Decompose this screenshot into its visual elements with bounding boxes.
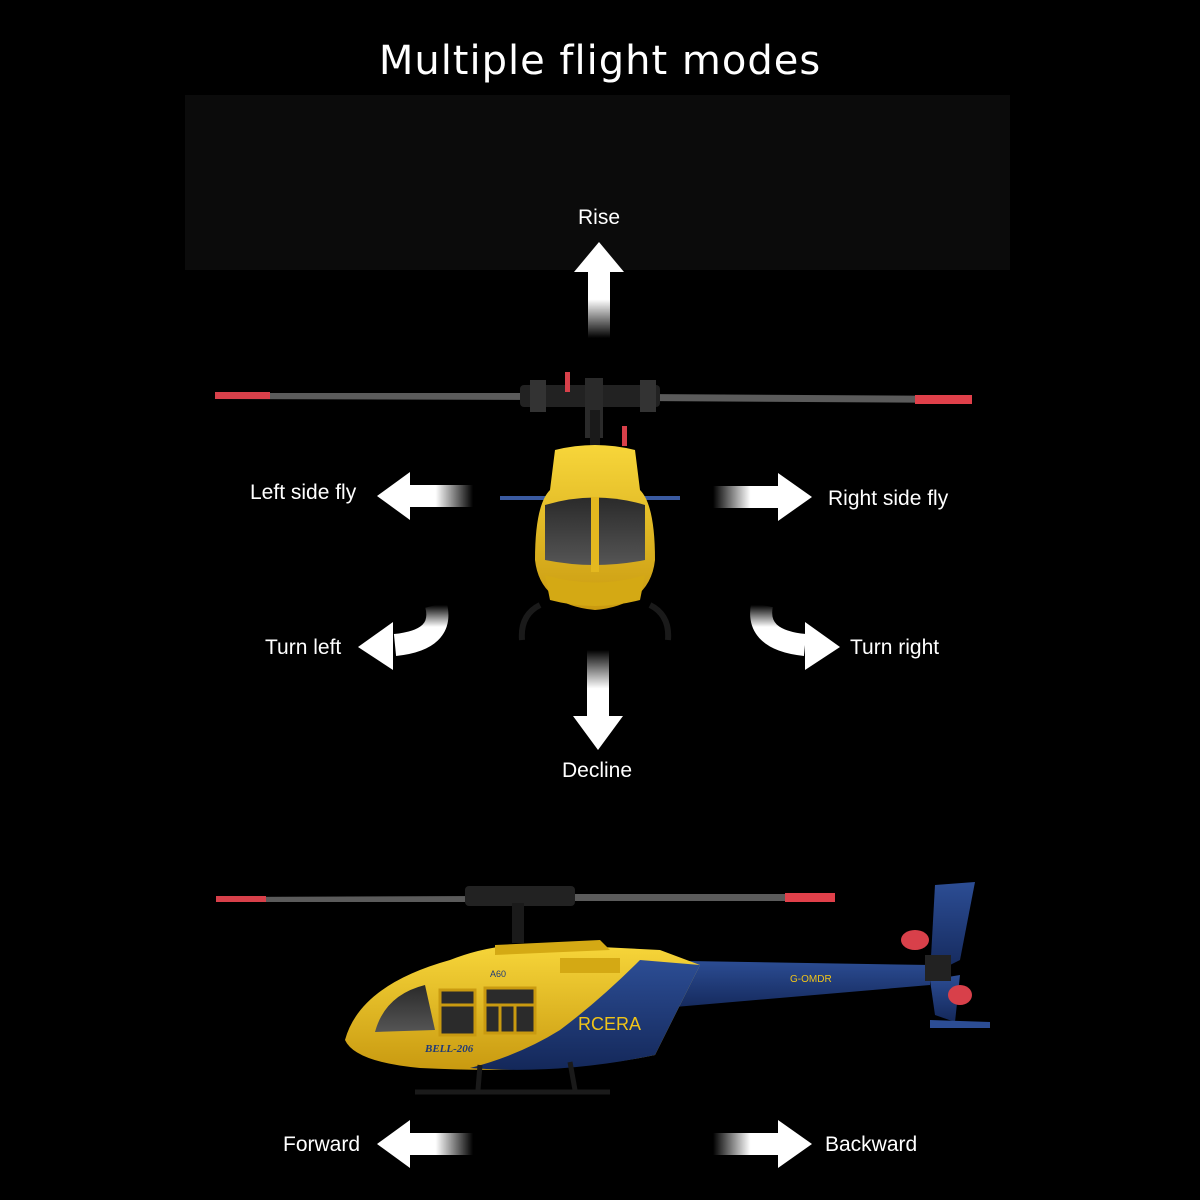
decline-label: Decline — [562, 759, 633, 782]
turn-right-arrow-icon — [750, 602, 840, 670]
forward-label: Forward — [283, 1133, 361, 1156]
model-text: BELL-206 — [424, 1043, 474, 1055]
brand-text: RCERA — [578, 1014, 641, 1034]
backward-arrow-icon — [713, 1120, 812, 1168]
left-side-fly-label: Left side fly — [250, 481, 357, 504]
decline-arrow-icon — [573, 650, 623, 750]
right-side-fly-label: Right side fly — [828, 487, 949, 510]
forward-arrow-icon — [377, 1120, 473, 1168]
backward-label: Backward — [825, 1133, 918, 1156]
page-title: Multiple flight modes — [378, 38, 822, 84]
rise-label: Rise — [578, 206, 621, 229]
turn-left-label: Turn left — [265, 636, 342, 659]
background-band — [185, 95, 1010, 270]
helicopter-side-view: BELL-206 RCERA G-OMDR A60 — [216, 882, 990, 1095]
left-side-fly-arrow-icon — [377, 472, 473, 520]
turn-right-label: Turn right — [850, 636, 940, 659]
rise-arrow-icon — [574, 242, 624, 338]
right-side-fly-arrow-icon — [713, 473, 812, 521]
tail-code-text: A60 — [490, 969, 506, 979]
helicopter-front-view — [215, 372, 972, 641]
registration-text: G-OMDR — [790, 974, 832, 985]
turn-left-arrow-icon — [358, 602, 449, 670]
